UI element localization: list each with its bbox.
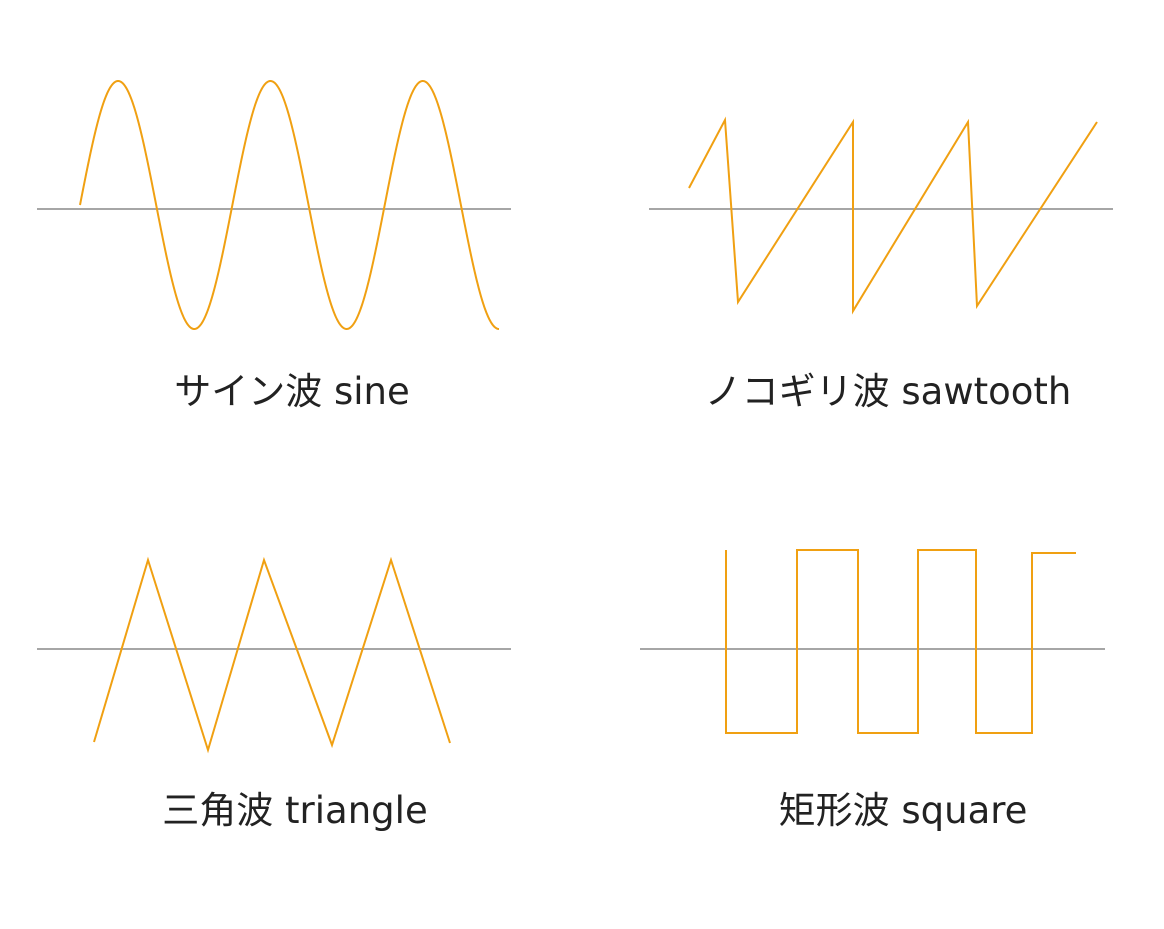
panel-square	[640, 549, 1105, 734]
sine-caption: サイン波 sine	[174, 370, 410, 413]
sawtooth-caption: ノコギリ波 sawtooth	[704, 370, 1072, 413]
sine-wave	[79, 79, 500, 331]
triangle-wave	[93, 556, 451, 754]
square-wave	[725, 549, 1076, 734]
square-caption: 矩形波 square	[778, 789, 1028, 832]
panel-triangle	[37, 556, 511, 754]
sawtooth-wave	[688, 116, 1098, 315]
triangle-caption: 三角波 triangle	[162, 789, 428, 832]
panel-sawtooth	[649, 116, 1113, 315]
panel-sine	[37, 79, 511, 331]
